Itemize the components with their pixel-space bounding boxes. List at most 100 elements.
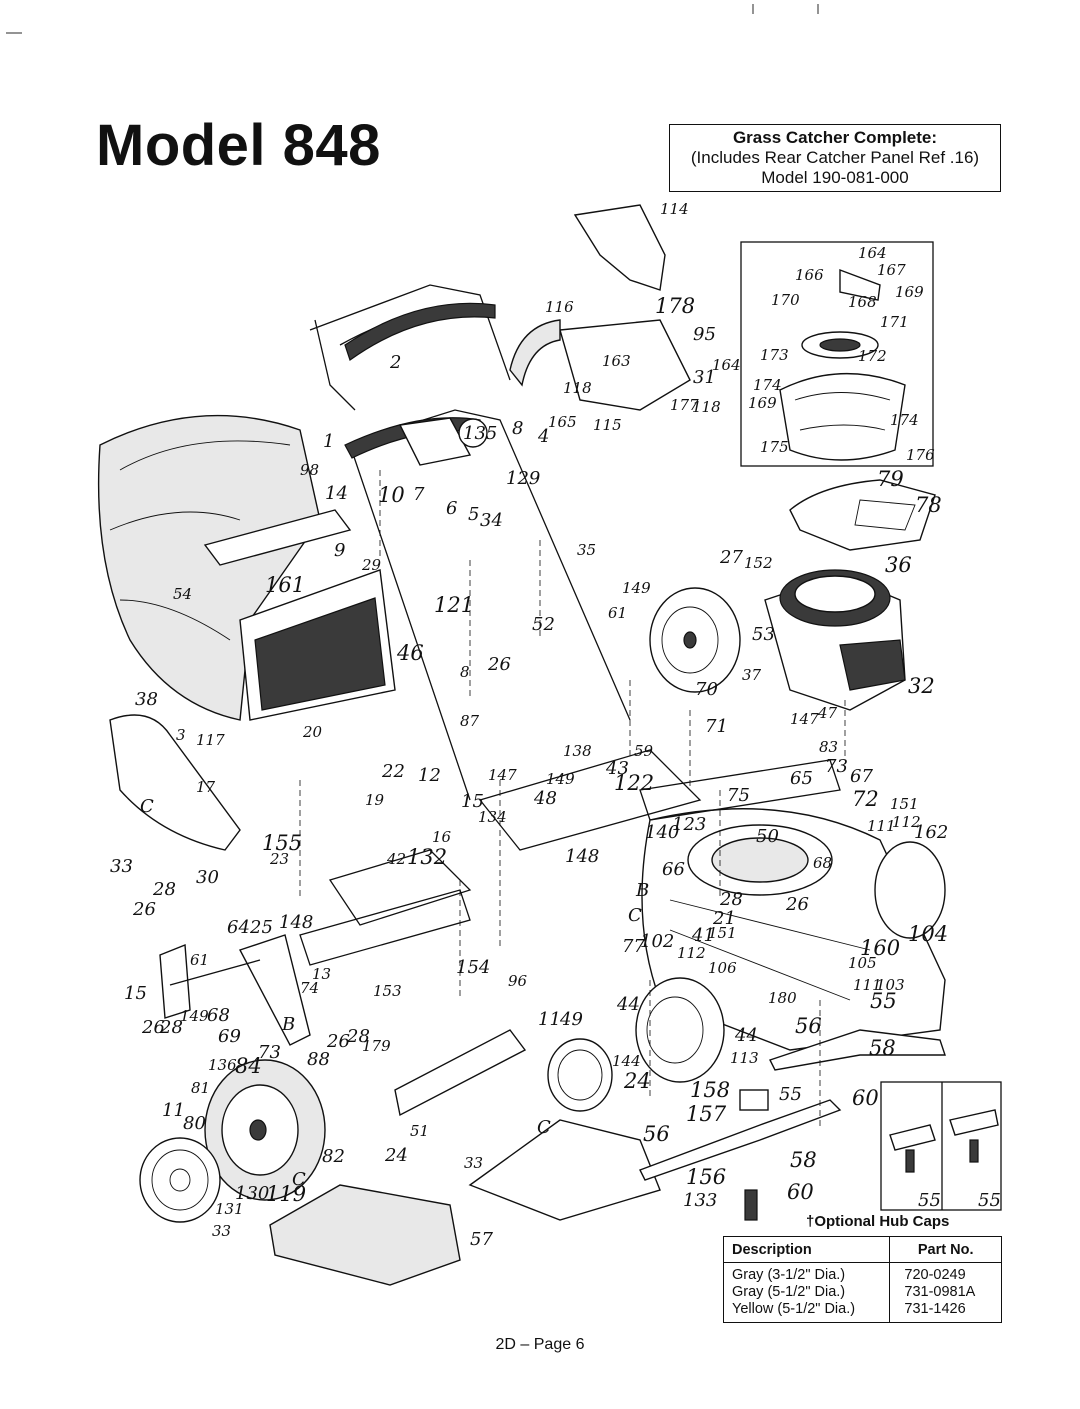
rear-shield [269,1184,461,1286]
callout-112b: 112 [677,944,706,962]
callout-176: 176 [906,446,935,464]
callout-123: 123 [672,814,706,835]
callout-33c: 33 [464,1154,483,1172]
callout-73b: 73 [258,1042,281,1063]
callout-23: 23 [269,850,289,868]
callout-53: 53 [752,624,775,645]
callout-172: 172 [858,347,887,365]
callout-36: 36 [885,553,912,577]
part-number-cells: 720-0249 731-0981A 731-1426 [889,1262,1002,1323]
callout-26d: 26 [326,1031,350,1052]
callout-55b: 55 [779,1084,802,1105]
inset-box [740,241,934,467]
table-cell: Gray (3-1/2" Dia.) [732,1267,846,1283]
callout-154: 154 [456,957,490,978]
callout-B-left: B [281,1014,295,1035]
callout-148: 148 [565,846,599,867]
callout-59: 59 [634,742,654,760]
callout-87: 87 [460,712,480,730]
table-cell: Yellow (5-1/2" Dia.) [732,1301,856,1317]
callout-44: 44 [616,994,640,1015]
callout-25: 25 [249,917,273,938]
callout-60: 60 [852,1086,879,1110]
callout-119: 119 [266,1182,306,1206]
callout-171: 171 [880,313,909,331]
callout-173: 173 [760,346,789,364]
callout-33: 33 [110,856,133,877]
callout-155: 155 [262,831,302,855]
callout-3: 3 [176,726,186,744]
callout-33b: 33 [212,1222,231,1240]
callout-135: 135 [463,423,497,444]
callout-96: 96 [508,972,528,990]
callout-67: 67 [850,766,873,787]
page-title: Model 848 [96,113,381,178]
callout-151b: 151 [708,924,737,942]
callout-115: 115 [593,416,622,434]
callout-51: 51 [410,1122,429,1140]
callout-43: 43 [605,758,629,779]
callout-102: 102 [640,931,674,952]
control-box [398,417,472,466]
callout-112: 112 [892,813,921,831]
callout-56b: 56 [643,1122,670,1146]
callout-60b: 60 [787,1180,814,1204]
callout-88: 88 [307,1049,330,1070]
callout-5: 5 [468,504,479,525]
callout-28: 28 [152,879,176,900]
callout-B: B [635,880,649,901]
callout-21: 21 [712,908,736,929]
table-header-row: Description Part No. [722,1236,1002,1263]
hub-caps-table: Description Part No. Gray (3-1/2" Dia.) … [722,1236,1002,1323]
blade [769,1029,946,1071]
callout-27: 27 [719,547,743,568]
callout-34: 34 [480,510,503,531]
callout-167: 167 [877,261,906,279]
callout-55: 55 [870,989,897,1013]
table-body-row: Gray (3-1/2" Dia.) Gray (5-1/2" Dia.) Ye… [722,1262,1002,1323]
callout-52: 52 [532,614,555,635]
callout-6: 6 [446,498,457,519]
callout-78: 78 [915,493,942,517]
callout-77: 77 [622,936,645,957]
callout-29: 29 [361,556,382,574]
callout-129: 129 [506,468,540,489]
callout-149b: 149 [546,770,575,788]
right-wheel [874,841,946,939]
callout-8: 8 [512,418,523,439]
table-cell: 731-1426 [904,1301,966,1317]
callout-174b: 174 [890,411,919,429]
callout-180: 180 [768,989,797,1007]
callout-19: 19 [365,791,385,809]
callout-156: 156 [686,1165,726,1189]
callout-20: 20 [302,723,323,741]
callout-26e: 26 [785,894,809,915]
mulching-plate [468,1119,661,1221]
callout-105: 105 [848,954,877,972]
callout-80: 80 [183,1113,206,1134]
callout-24: 24 [623,1069,651,1093]
callout-9: 9 [334,540,345,561]
callout-54: 54 [173,585,192,603]
callout-132: 132 [407,845,447,869]
callout-44b: 44 [734,1025,758,1046]
table-cell: 731-0981A [904,1284,976,1300]
callout-58b: 58 [790,1148,817,1172]
callout-130: 130 [235,1183,269,1204]
callout-68b: 68 [207,1005,230,1026]
callout-175: 175 [760,438,789,456]
callout-131: 131 [215,1200,244,1218]
callout-16: 16 [432,828,452,846]
callout-103: 103 [876,976,905,994]
callout-26b: 26 [132,899,156,920]
table-cell: Gray (5-1/2" Dia.) [732,1284,846,1300]
front-hub-cap [547,1038,613,1112]
callout-C-left: C [140,796,154,817]
callout-136: 136 [208,1056,237,1074]
callout-168: 168 [848,293,877,311]
callout-10: 10 [378,483,405,507]
callout-81: 81 [191,1079,210,1097]
rear-flap [573,204,666,291]
callout-32: 32 [908,674,935,698]
callout-55c: 55 [918,1190,941,1211]
